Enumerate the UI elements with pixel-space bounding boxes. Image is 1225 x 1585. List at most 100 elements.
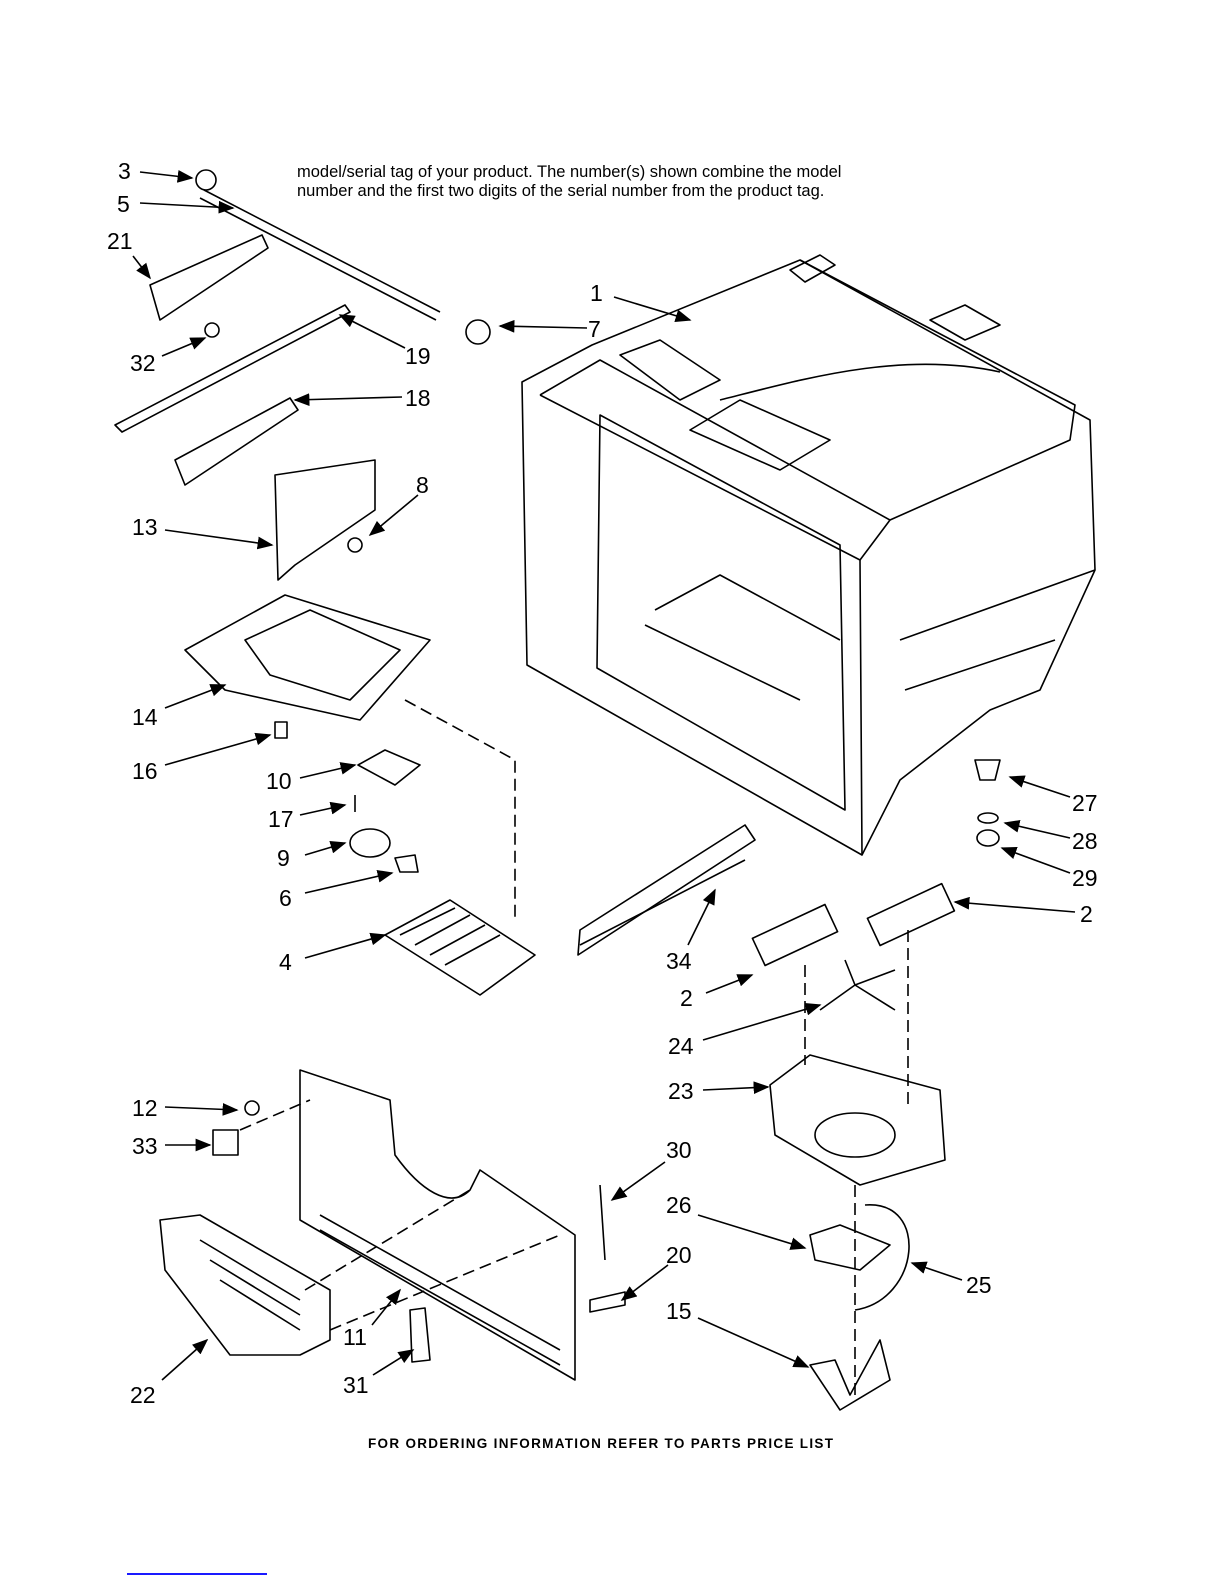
bulb-9-part <box>350 829 390 857</box>
leader-arrow-14 <box>165 685 225 708</box>
leader-arrow-10 <box>300 765 355 778</box>
callout-30: 30 <box>666 1139 692 1162</box>
model-serial-note: model/serial tag of your product. The nu… <box>297 163 841 201</box>
callout-10: 10 <box>266 770 292 793</box>
note-line-1: model/serial tag of your product. The nu… <box>297 163 841 182</box>
leader-arrow-5 <box>140 203 233 208</box>
leader-arrow-19 <box>340 315 405 348</box>
callout-18: 18 <box>405 387 431 410</box>
gear-3-part <box>196 170 216 190</box>
leader-arrow-28 <box>1005 823 1070 838</box>
rod-5-part <box>200 190 440 320</box>
screw-8-part <box>348 538 362 552</box>
housing-10-part <box>358 750 420 785</box>
leader-arrow-31 <box>373 1350 413 1375</box>
leader-arrow-29 <box>1002 848 1070 873</box>
callout-20: 20 <box>666 1244 692 1267</box>
leader-arrow-24 <box>703 1005 820 1040</box>
callout-2: 2 <box>1080 903 1093 926</box>
screw-12-part <box>245 1101 259 1115</box>
callout-22: 22 <box>130 1384 156 1407</box>
callout-21: 21 <box>107 230 133 253</box>
link-underline[interactable] <box>127 1573 267 1575</box>
leader-arrow-12 <box>165 1107 237 1110</box>
screw-32-part <box>205 323 219 337</box>
leader-arrow-21 <box>133 256 150 278</box>
callout-23: 23 <box>668 1080 694 1103</box>
slide-21-part <box>150 235 268 320</box>
leader-arrow-17 <box>300 805 345 815</box>
callout-16: 16 <box>132 760 158 783</box>
callout-31: 31 <box>343 1374 369 1397</box>
callout-5: 5 <box>117 193 130 216</box>
callout-26: 26 <box>666 1194 692 1217</box>
callout-32: 32 <box>130 352 156 375</box>
leader-arrow-34 <box>688 890 715 945</box>
callout-19: 19 <box>405 345 431 368</box>
leader-arrow-9 <box>305 843 345 855</box>
callout-15: 15 <box>666 1300 692 1323</box>
gear-7-part <box>466 320 490 344</box>
cover-34-part <box>578 825 755 955</box>
callout-33: 33 <box>132 1135 158 1158</box>
callout-29: 29 <box>1072 867 1098 890</box>
leader-arrow-1 <box>614 297 690 320</box>
foam-20-part <box>590 1292 625 1312</box>
insulation-2-left-part <box>752 905 837 966</box>
callout-9: 9 <box>277 847 290 870</box>
ordering-footer: FOR ORDERING INFORMATION REFER TO PARTS … <box>368 1436 834 1451</box>
leader-arrow-8 <box>370 495 418 535</box>
callout-12: 12 <box>132 1097 158 1120</box>
callout-8: 8 <box>416 474 429 497</box>
callout-7: 7 <box>588 318 601 341</box>
callout-4: 4 <box>279 951 292 974</box>
note-line-2: number and the first two digits of the s… <box>297 182 841 201</box>
grille-22-part <box>160 1215 330 1355</box>
socket-6-part <box>395 855 418 872</box>
leader-arrow-25 <box>912 1263 962 1280</box>
ring-28-part <box>978 813 998 823</box>
motor-26-part <box>810 1225 890 1270</box>
callout-1: 1 <box>590 282 603 305</box>
callout-11: 11 <box>343 1326 367 1349</box>
clip-16-part <box>275 722 287 738</box>
leader-arrow-18 <box>295 397 402 400</box>
callout-34: 34 <box>666 950 692 973</box>
fan-blade-24-part <box>820 960 895 1010</box>
leader-arrow-11 <box>372 1290 400 1325</box>
leader-arrow-13 <box>165 530 272 545</box>
leader-arrow-32 <box>162 338 205 356</box>
callout-17: 17 <box>268 808 294 831</box>
shroud-23-part <box>770 1055 945 1185</box>
bracket-33-part <box>213 1130 238 1155</box>
callout-25: 25 <box>966 1274 992 1297</box>
callout-6: 6 <box>279 887 292 910</box>
leader-arrow-4 <box>305 935 385 958</box>
callout-27: 27 <box>1072 792 1098 815</box>
callout-28: 28 <box>1072 830 1098 853</box>
callout-2: 2 <box>680 987 693 1010</box>
leader-arrow-6 <box>305 873 392 893</box>
leader-arrow-7 <box>500 326 587 328</box>
leader-arrow-27 <box>1010 777 1070 797</box>
leader-arrow-26 <box>698 1215 805 1248</box>
dashed-line <box>405 700 515 920</box>
callout-14: 14 <box>132 706 158 729</box>
drip-tray-4-part <box>385 900 535 995</box>
grommet-29-part <box>977 830 999 846</box>
leader-arrow-23 <box>703 1087 768 1090</box>
freezer-liner-part <box>522 255 1095 855</box>
slide-18-part <box>175 398 298 485</box>
leader-arrow-3 <box>140 172 192 178</box>
callout-3: 3 <box>118 160 131 183</box>
leader-arrow-2 <box>706 975 752 993</box>
leader-arrow-16 <box>165 735 270 765</box>
bracket-15-part <box>810 1340 890 1410</box>
leader-arrow-20 <box>622 1265 668 1300</box>
leader-arrow-30 <box>612 1162 665 1200</box>
grommet-27-part <box>975 760 1000 780</box>
leader-arrow-2 <box>955 902 1075 912</box>
bracket-13-part <box>275 460 375 580</box>
panel-11-part <box>300 1070 575 1380</box>
